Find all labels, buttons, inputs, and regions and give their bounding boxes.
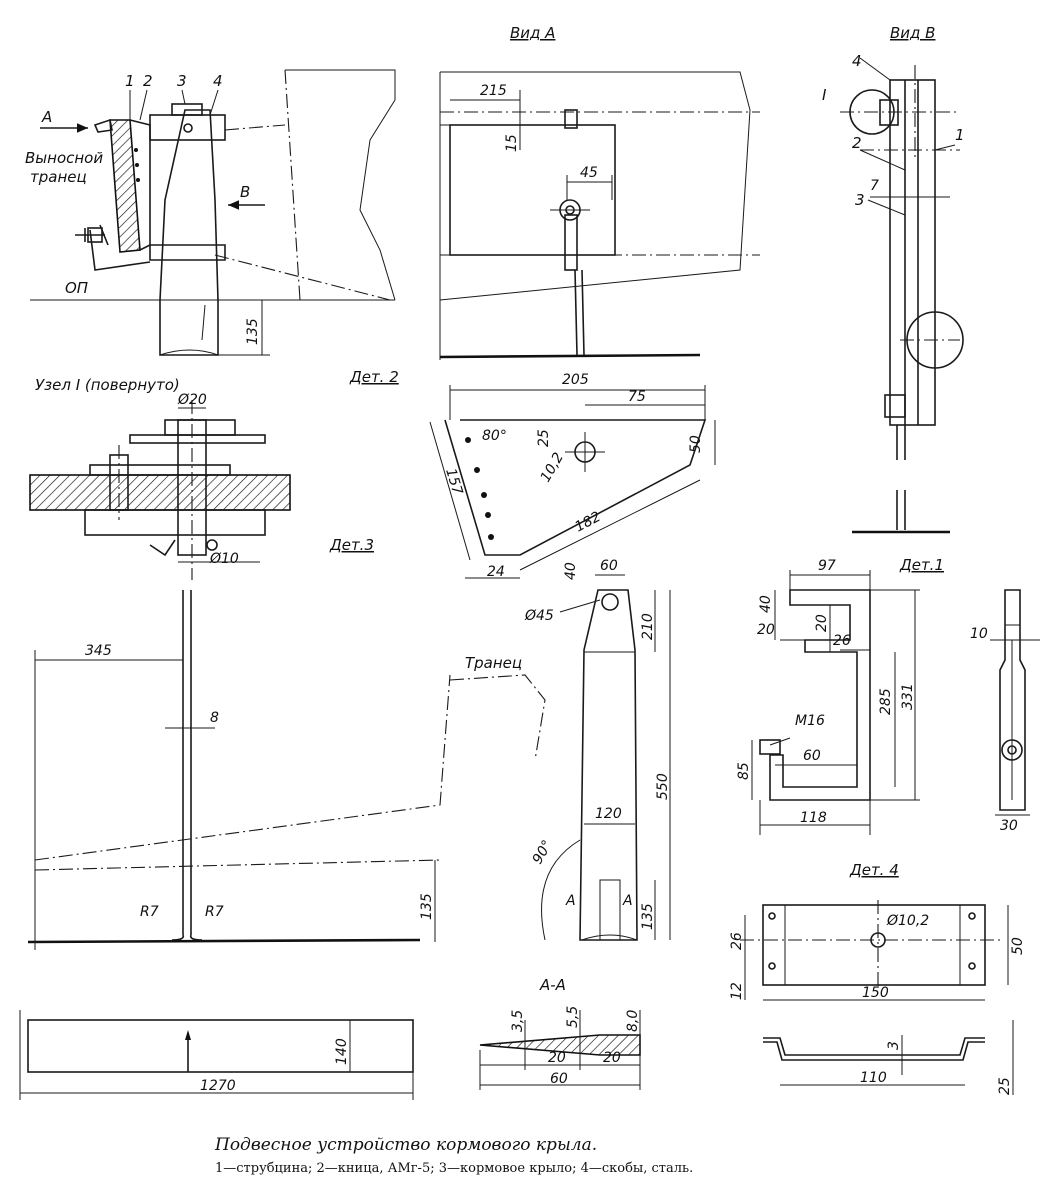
det2-dim-10-2: 10,2 (538, 450, 567, 485)
det4-title: Дет. 4 (849, 861, 899, 879)
rudder-dim-120: 120 (595, 806, 622, 822)
det2-dim-75: 75 (628, 389, 646, 405)
caption-title: Подвесное устройство кормового крыла. (214, 1135, 597, 1155)
det3-dim-8: 8 (210, 710, 219, 726)
det4-drawing (740, 900, 1014, 1095)
det1-dim-20b: 20 (814, 614, 830, 632)
rudder-dim-135: 135 (640, 903, 656, 930)
rudder-dim-210: 210 (640, 613, 656, 640)
det4-dim-3: 3 (886, 1041, 902, 1050)
view-a-dim-215: 215 (480, 83, 507, 99)
rudder-section-a-right: А (622, 893, 633, 909)
part-number-3: 3 (177, 72, 187, 90)
det3-r7-left: R7 (140, 904, 159, 920)
view-b-label-3: 3 (855, 191, 865, 209)
det1-dim-40: 40 (758, 595, 774, 613)
det4-dim-50: 50 (1010, 937, 1026, 955)
det1-drawing (751, 570, 1040, 835)
det1-dim-97: 97 (818, 558, 836, 574)
rudder-angle-90: 90° (530, 837, 556, 867)
det2-dim-157: 157 (442, 466, 465, 496)
view-a-title: Вид А (510, 24, 555, 42)
view-a-dim-45: 45 (580, 165, 598, 181)
view-a-drawing (439, 71, 760, 360)
rudder-section-a-left: А (565, 893, 576, 909)
det4-dim-25: 25 (997, 1077, 1013, 1095)
node-dia-20: Ø20 (177, 392, 207, 408)
det2-dim-205: 205 (562, 372, 589, 388)
det2-dim-50: 50 (688, 435, 704, 453)
det1-dim-285: 285 (878, 688, 894, 715)
view-b-label-I: I (822, 86, 827, 104)
baseline-label: ОП (65, 279, 88, 297)
main-side-view (30, 69, 396, 356)
det1-dim-85: 85 (736, 762, 752, 780)
det3-transom-label: Транец (465, 654, 522, 672)
rudder-dia-45: Ø45 (524, 608, 554, 624)
node-dia-10: Ø10 (209, 551, 239, 567)
det3-drawing (19, 590, 546, 1100)
det1-dim-30: 30 (1000, 818, 1018, 834)
rudder-drawing (541, 574, 671, 941)
section-dim-3-5: 3,5 (510, 1010, 526, 1032)
node-i-title: Узел I (повернуто) (35, 376, 180, 394)
det4-dim-26: 26 (729, 932, 745, 950)
transom-label-line1: Выносной (25, 149, 103, 167)
det1-dim-60: 60 (803, 748, 821, 764)
det4-dia-10-2: Ø10,2 (886, 913, 929, 929)
det2-angle-80: 80° (482, 428, 507, 444)
view-b-label-2: 2 (852, 134, 862, 152)
part-number-1: 1 (125, 72, 135, 90)
det4-dim-12: 12 (729, 982, 745, 1000)
det1-m16: М16 (795, 713, 825, 729)
det3-dim-140: 140 (334, 1038, 350, 1065)
det3-dim-1270: 1270 (200, 1078, 236, 1094)
det3-title: Дет.3 (329, 536, 374, 554)
det1-dim-26: 26 (833, 633, 851, 649)
det3-dim-135: 135 (419, 893, 435, 920)
part-number-2: 2 (143, 72, 153, 90)
arrow-a-label: А (41, 108, 52, 126)
rudder-dim-550: 550 (655, 773, 671, 800)
det4-dim-110: 110 (860, 1070, 887, 1086)
section-dim-60: 60 (550, 1071, 568, 1087)
det1-dim-10: 10 (970, 626, 988, 642)
node-i-drawing (29, 400, 291, 580)
view-a-dim-15: 15 (504, 134, 520, 152)
part-number-4: 4 (213, 72, 223, 90)
det2-drawing (429, 385, 716, 579)
det1-dim-331: 331 (900, 683, 916, 710)
det3-r7-right: R7 (205, 904, 224, 920)
rudder-dim-40: 40 (563, 562, 579, 580)
det3-dim-345: 345 (85, 643, 112, 659)
det4-dim-150: 150 (862, 985, 889, 1001)
view-b-label-4: 4 (852, 52, 862, 70)
section-dim-20b: 20 (603, 1050, 621, 1066)
arrow-b-label: В (240, 183, 250, 201)
section-aa-drawing (479, 1010, 641, 1090)
view-b-label-1: 1 (955, 126, 965, 144)
view-b-dim-7: 7 (870, 178, 879, 194)
transom-label-line2: транец (30, 168, 87, 186)
det1-title: Дет.1 (899, 556, 944, 574)
section-aa-title: А-А (539, 976, 566, 994)
det1-dim-118: 118 (800, 810, 827, 826)
caption-legend: 1—струбцина; 2—кница, АМг-5; 3—кормовое … (215, 1161, 693, 1176)
section-dim-20a: 20 (548, 1050, 566, 1066)
det2-dim-25: 25 (536, 429, 552, 447)
rudder-dim-60: 60 (600, 558, 618, 574)
det2-title: Дет. 2 (349, 368, 399, 386)
view-b-title: Вид В (890, 24, 935, 42)
view-b-drawing (840, 57, 964, 534)
section-dim-8-0: 8,0 (625, 1010, 641, 1032)
main-dim-135: 135 (245, 318, 261, 345)
det2-dim-24: 24 (487, 564, 505, 580)
section-dim-5-5: 5,5 (565, 1006, 581, 1028)
det1-dim-20a: 20 (757, 622, 775, 638)
